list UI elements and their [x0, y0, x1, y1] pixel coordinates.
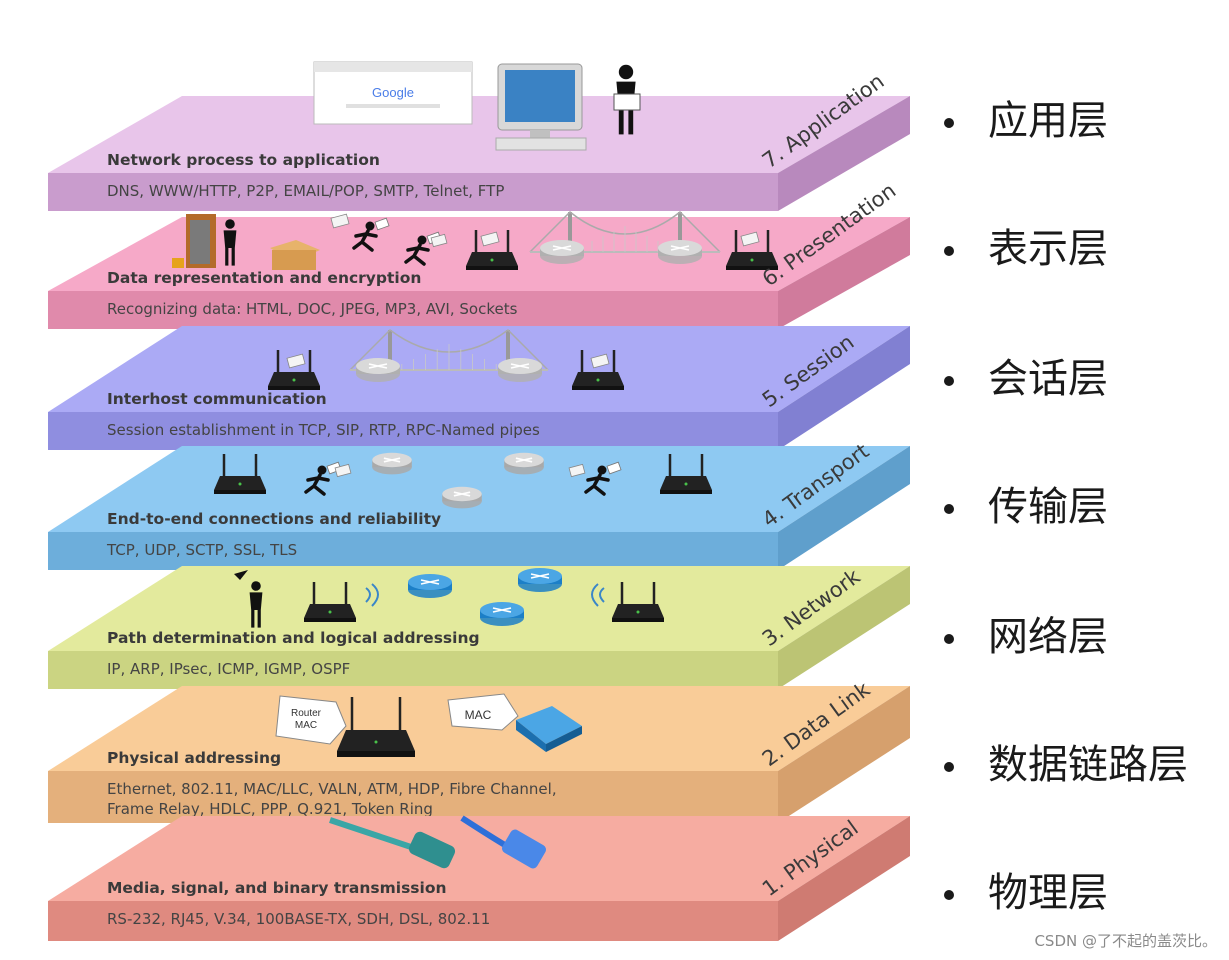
chinese-layer-text: 应用层 [988, 98, 1108, 144]
bullet-icon [944, 890, 954, 900]
layer-protocols: Session establishment in TCP, SIP, RTP, … [107, 421, 540, 439]
layer-protocols: Frame Relay, HDLC, PPP, Q.921, Token Rin… [107, 800, 433, 818]
chinese-layer-label: 数据链路层 [944, 732, 1188, 790]
layer-protocols: Ethernet, 802.11, MAC/LLC, VALN, ATM, HD… [107, 780, 557, 798]
layer-description: Media, signal, and binary transmission [107, 879, 447, 897]
layer-side-face [778, 96, 910, 211]
layer-side-face [778, 217, 910, 329]
layer-top-face [48, 96, 910, 173]
chinese-layer-label: 表示层 [944, 216, 1108, 274]
layer-protocols: IP, ARP, IPsec, ICMP, IGMP, OSPF [107, 660, 351, 678]
chinese-layer-label: 物理层 [944, 860, 1108, 918]
routers-bridge-icon [268, 329, 624, 390]
layer-slab [48, 816, 910, 941]
bullet-icon [944, 118, 954, 128]
layer-description: End-to-end connections and reliability [107, 510, 442, 528]
layer-description: Interhost communication [107, 390, 327, 408]
layer-top-face [48, 816, 910, 901]
browser-computer-person-icon: Google [313, 61, 641, 151]
bullet-icon [944, 376, 954, 386]
bullet-icon [944, 634, 954, 644]
chinese-layer-label: 传输层 [944, 474, 1108, 532]
router-mac-tag-line1: Router [291, 708, 322, 719]
encryption-courier-routers-icon [172, 210, 778, 270]
layer-front-face [48, 651, 778, 689]
layer-front-face [48, 173, 778, 211]
layer-side-face [778, 326, 910, 450]
chinese-layer-text: 物理层 [988, 870, 1108, 916]
layer-slab [48, 446, 910, 570]
layer-front-face [48, 412, 778, 450]
layer-description: Path determination and logical addressin… [107, 629, 480, 647]
chinese-layer-text: 数据链路层 [988, 742, 1188, 788]
chinese-layer-label: 网络层 [944, 604, 1108, 662]
layer-side-face [778, 566, 910, 689]
layer-protocols: DNS, WWW/HTTP, P2P, EMAIL/POP, SMTP, Tel… [107, 182, 505, 200]
layer-side-face [778, 686, 910, 823]
wireless-routers-icon [234, 568, 664, 628]
bullet-icon [944, 504, 954, 514]
routers-courier-icon [214, 452, 712, 509]
layer-top-face [48, 446, 910, 532]
layer-protocols: TCP, UDP, SCTP, SSL, TLS [107, 541, 298, 559]
bullet-icon [944, 246, 954, 256]
layer-front-face [48, 291, 778, 329]
chinese-layer-label: 应用层 [944, 88, 1108, 146]
chinese-layer-text: 会话层 [988, 356, 1108, 402]
layer-front-face [48, 901, 778, 941]
layer-description: Network process to application [107, 151, 380, 169]
layer-side-face [778, 446, 910, 570]
chinese-layer-text: 表示层 [988, 226, 1108, 272]
cable-connector-icon [329, 815, 546, 869]
layer-slab [48, 96, 910, 211]
chinese-layer-text: 传输层 [988, 484, 1108, 530]
router-mac-tag-line2: MAC [295, 720, 317, 731]
layer-protocols: RS-232, RJ45, V.34, 100BASE-TX, SDH, DSL… [107, 910, 491, 928]
osi-layer: Path determination and logical addressin… [48, 564, 910, 689]
layer-description: Data representation and encryption [107, 269, 422, 287]
chinese-layer-label: 会话层 [944, 346, 1108, 404]
layer-front-face [48, 532, 778, 570]
chinese-layer-text: 网络层 [988, 614, 1108, 660]
layer-description: Physical addressing [107, 749, 282, 767]
layer-top-face [48, 566, 910, 651]
watermark: CSDN @了不起的盖茨比。 [1034, 932, 1217, 950]
browser-logo: Google [372, 85, 414, 100]
layer-front-face [48, 771, 778, 823]
layer-side-face [778, 816, 910, 941]
bullet-icon [944, 762, 954, 772]
layer-protocols: Recognizing data: HTML, DOC, JPEG, MP3, … [107, 300, 518, 318]
mac-tag: MAC [465, 708, 492, 722]
layer-slab [48, 566, 910, 689]
